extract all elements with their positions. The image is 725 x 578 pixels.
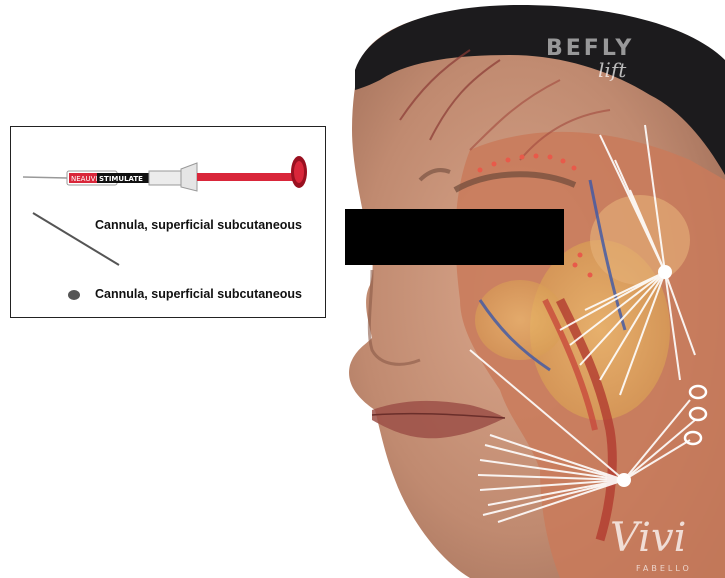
- brand-logo-sub: lift: [598, 58, 626, 82]
- signature-sub: FABELLO: [636, 564, 692, 573]
- cannula-dot-label: Cannula, superficial subcutaneous: [95, 287, 302, 301]
- cannula-line-label: Cannula, superficial subcutaneous: [95, 218, 302, 232]
- syringe-product-text: STIMULATE: [99, 175, 143, 183]
- upper-pivot-point: [658, 265, 672, 279]
- cannula-dot-icon: [64, 287, 84, 303]
- lower-pivot-point: [617, 473, 631, 487]
- signature: Vivi: [610, 515, 686, 561]
- syringe-icon: NEAUVIA STIMULATE: [19, 133, 319, 193]
- legend-box: NEAUVIA STIMULATE Cannula, superficial s…: [10, 126, 326, 318]
- privacy-censor-bar: [345, 209, 564, 265]
